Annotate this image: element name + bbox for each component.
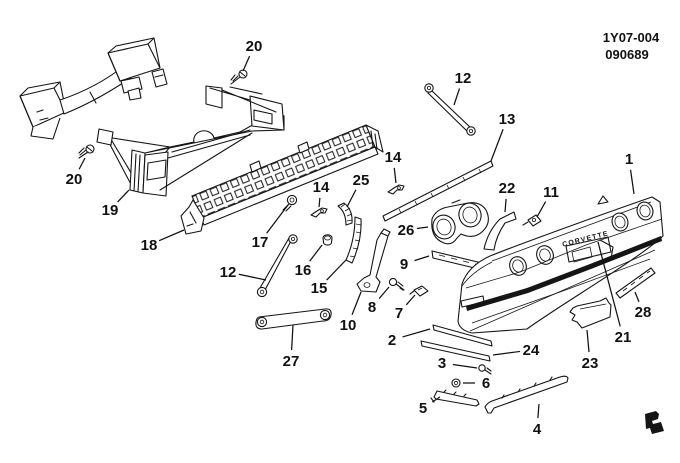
part-8-screw [388,277,405,291]
callout-18: 18 [141,237,158,254]
leader-line-5 [431,396,441,403]
leader-line-14 [318,197,321,208]
callout-20: 20 [66,171,83,188]
leader-line-3 [452,363,478,369]
callout-22: 22 [499,180,516,197]
callout-11: 11 [543,184,559,201]
leader-line-20 [78,157,86,170]
callout-8: 8 [368,299,376,316]
part-3-screw [478,364,492,375]
part-16-nut [322,234,333,246]
leader-line-13 [490,129,504,162]
catalog-mark-icon [645,411,664,434]
leader-line-10 [351,291,362,315]
drawing-layer: CORVETTE [19,37,664,434]
part-2-strip [432,324,493,347]
callout-6: 6 [482,375,490,392]
leader-line-17 [266,204,289,234]
leader-line-11 [536,201,547,218]
callout-10: 10 [340,317,357,334]
part-14-clip [310,207,328,218]
part-10-arm [356,228,391,293]
callout-14: 14 [385,149,402,166]
callout-5: 5 [419,400,427,417]
part-25-bracket [337,202,353,226]
callout-15: 15 [311,280,328,297]
callout-12: 12 [455,70,472,87]
leader-line-16 [309,244,323,262]
leader-line-20 [242,55,251,72]
part-22-bracket [483,211,517,251]
leader-line-25 [346,189,357,208]
leader-line-12 [238,273,267,281]
leader-line-2 [402,328,431,338]
callout-21: 21 [615,329,632,346]
leader-line-27 [290,324,294,351]
callout-1: 1 [625,151,633,168]
callout-23: 23 [582,355,599,372]
leader-line-12 [453,88,461,106]
leader-line-18 [158,229,185,242]
part-23-plate [569,297,612,329]
leader-line-22 [504,198,507,213]
part-7-clip [409,285,429,297]
leader-line-4 [537,403,540,419]
callout-28: 28 [635,304,652,321]
leader-line-28 [634,291,640,303]
license-recess [565,236,612,263]
part-12-strut [256,83,476,298]
part-18-impact-bar [180,124,384,235]
leader-line-9 [414,255,430,262]
part-4-molding [484,375,569,414]
callout-13: 13 [499,111,516,128]
leader-line-14 [393,167,397,184]
part-6-nut [451,378,461,388]
part-13-strip [382,160,494,222]
callout-7: 7 [395,305,403,322]
leader-line-19 [117,189,130,203]
part-14-clip [387,184,405,195]
callout-27: 27 [283,353,300,370]
leader-line-21 [597,241,621,327]
leader-line-15 [326,259,347,281]
callout-3: 3 [438,355,446,372]
callout-4: 4 [533,421,542,438]
leader-line-8 [378,286,390,300]
part-26-lamp-housing [431,199,489,245]
callout-24: 24 [523,342,540,359]
part-number: 1Y07-004 [603,30,660,45]
part-1-fascia: CORVETTE [457,195,664,334]
callout-25: 25 [353,172,370,189]
part-19-frame [96,85,285,197]
leader-line-26 [416,226,429,230]
left-face-slot [460,295,485,308]
part-27-link [255,308,332,330]
callout-26: 26 [398,222,415,239]
part-24-strip [420,340,491,362]
part-crossmember [19,37,168,140]
part-15-bracket [345,216,362,264]
callout-19: 19 [102,202,119,219]
callout-2: 2 [388,332,396,349]
leader-line-23 [586,329,590,353]
callout-12: 12 [220,264,237,281]
part-28-strip [615,267,656,299]
callout-16: 16 [295,262,312,279]
callout-17: 17 [252,234,269,251]
callout-14: 14 [313,179,330,196]
fascia-fin [597,195,609,205]
callout-20: 20 [246,38,263,55]
date-code: 090689 [605,47,648,62]
part-11-clip [522,214,542,227]
leader-line-1 [629,169,635,195]
callout-9: 9 [400,256,408,273]
leader-line-24 [492,350,521,356]
leader-line-7 [405,294,416,306]
